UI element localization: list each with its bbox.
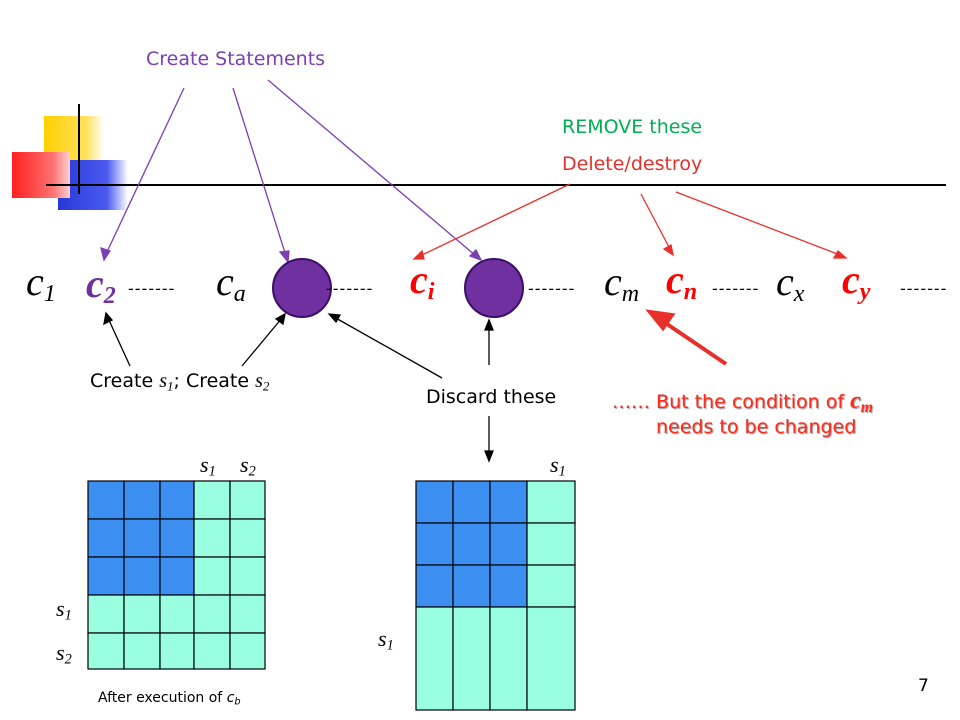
grid-left-col-label-2: s2 [240, 452, 256, 480]
condition-note-line2: needs to be changed [656, 416, 857, 438]
grid-right-col-label: s1 [550, 452, 566, 480]
create-statements-label: Create Statements [146, 48, 326, 70]
grid-left-row-label-1: s1 [56, 596, 72, 624]
dashes-2: ------- [326, 279, 374, 298]
grid-left-caption: After execution of cb [98, 690, 241, 708]
purple-circle-1 [272, 258, 332, 318]
grid-left-row-label-2: s2 [56, 640, 72, 668]
c1-label: c1 [26, 259, 56, 307]
condition-note: …… But the condition of cm [612, 388, 873, 416]
delete-destroy-label: Delete/destroy [562, 153, 703, 175]
ca-label: ca [216, 259, 246, 307]
discard-these-label: Discard these [426, 386, 557, 408]
ci-label: ci [410, 257, 435, 305]
purple-circle-2 [464, 258, 524, 318]
grid-right-row-label: s1 [378, 626, 394, 654]
page-number: 7 [918, 676, 929, 696]
cx-label: cx [776, 259, 805, 307]
create-s1-s2-note: Create s1; Create s2 [90, 370, 270, 394]
dashes-5: ------- [900, 279, 948, 298]
grid-left-col-label-1: s1 [200, 452, 216, 480]
c2-label: c2 [86, 261, 116, 309]
remove-these-label: REMOVE these [562, 116, 703, 138]
dashes-1: ------- [128, 279, 176, 298]
dashes-3: ------- [528, 279, 576, 298]
cn-label: cn [666, 257, 698, 305]
cm-label: cm [604, 259, 640, 307]
dashes-4: ------- [712, 279, 760, 298]
cy-label: cy [842, 257, 871, 305]
